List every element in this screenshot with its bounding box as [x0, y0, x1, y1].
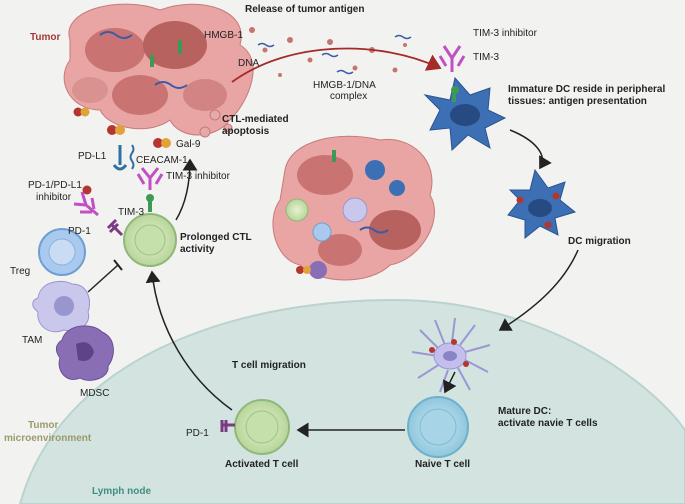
tam-label: TAM	[22, 335, 42, 346]
complex-label-1: HMGB-1/DNA	[313, 80, 376, 91]
lymph-node-region	[18, 298, 685, 504]
pd1-mid-label: PD-1	[68, 226, 91, 237]
tme-label-2: microenvironment	[4, 433, 92, 444]
tme-label-1: Tumor	[28, 420, 58, 431]
pd1-receptor-mid	[106, 218, 124, 237]
hmgb1-label: HMGB-1	[204, 30, 243, 41]
lymph-node-label: Lymph node	[92, 486, 152, 497]
pd1-pdl1-inhibitor-label-2: inhibitor	[36, 192, 72, 203]
arrow-immature-to-dc-migration	[509, 129, 552, 170]
complex-label-2: complex	[330, 91, 367, 102]
dc-migration-label: DC migration	[568, 236, 631, 247]
ceacam1-ligand	[129, 144, 135, 170]
antigen-particles	[249, 27, 407, 77]
tam-cell	[32, 280, 90, 333]
ctl-apoptosis-label-2: apoptosis	[222, 126, 270, 137]
dna-label: DNA	[238, 58, 259, 69]
tumor-label: Tumor	[30, 32, 60, 43]
treg-label: Treg	[10, 266, 30, 277]
prolonged-ctl-label-2: activity	[180, 244, 215, 255]
naive-t-cell-label: Naive T cell	[415, 459, 470, 470]
tim3-inhibitor-mid-label: TIM-3 inhibitor	[166, 171, 231, 182]
ceacam1-label: CEACAM-1	[136, 155, 188, 166]
migrating-dc-cell	[507, 168, 577, 240]
suppression-line	[87, 264, 119, 293]
pd1-receptor-bottom	[220, 420, 235, 432]
tim3-inhibitor-top-label: TIM-3 inhibitor	[473, 28, 538, 39]
mature-dc-label-1: Mature DC:	[498, 406, 551, 417]
arrow-dc-migration-to-mature	[498, 249, 579, 331]
activated-t-cell	[234, 399, 290, 455]
activated-t-cell-label: Activated T cell	[225, 459, 299, 470]
gal9-ligand	[73, 107, 311, 274]
pdl1-ligand	[112, 145, 128, 171]
mdsc-cell	[55, 325, 114, 381]
tumor-mass	[63, 3, 254, 138]
arrow-prolonged-to-tumor	[175, 158, 198, 221]
tumor-microenvironment-cluster	[272, 135, 435, 281]
arrow-activated-to-prolonged	[145, 270, 233, 411]
immature-dc-label-1: Immature DC reside in peripheral	[508, 84, 665, 95]
pd1-pdl1-inhibitor-label-1: PD-1/PD-L1	[28, 180, 82, 191]
dna-fragments	[257, 34, 412, 75]
tcell-migration-label: T cell migration	[232, 360, 306, 371]
pd1-pdl1-inhibitor-antibody	[73, 191, 99, 217]
tim3-mid-label: TIM-3	[118, 207, 145, 218]
pd1-bottom-label: PD-1	[186, 428, 209, 439]
tim3-top-label: TIM-3	[473, 52, 500, 63]
tim3-receptor-mid	[146, 194, 154, 212]
ctl-apoptosis-label-1: CTL-mediated	[222, 114, 289, 125]
gal9-label: Gal-9	[176, 139, 201, 150]
prolonged-ctl-cell	[123, 213, 177, 267]
prolonged-ctl-label-1: Prolonged CTL	[180, 232, 252, 243]
arrow-mature-to-naive	[442, 371, 457, 394]
naive-t-cell	[407, 396, 469, 458]
treg-cell	[38, 228, 86, 276]
immature-dc-cell	[423, 76, 507, 152]
release-label: Release of tumor antigen	[245, 4, 364, 15]
immature-dc-label-2: tissues: antigen presentation	[508, 96, 647, 107]
tim3-inhibitor-antibody-top	[438, 45, 466, 72]
mdsc-label: MDSC	[80, 388, 109, 399]
pdl1-label: PD-L1	[78, 151, 107, 162]
tim3-inhibitor-antibody-mid	[136, 167, 164, 190]
mature-dc-label-2: activate navie T cells	[498, 418, 598, 429]
antigen-release-arrow	[231, 47, 442, 83]
